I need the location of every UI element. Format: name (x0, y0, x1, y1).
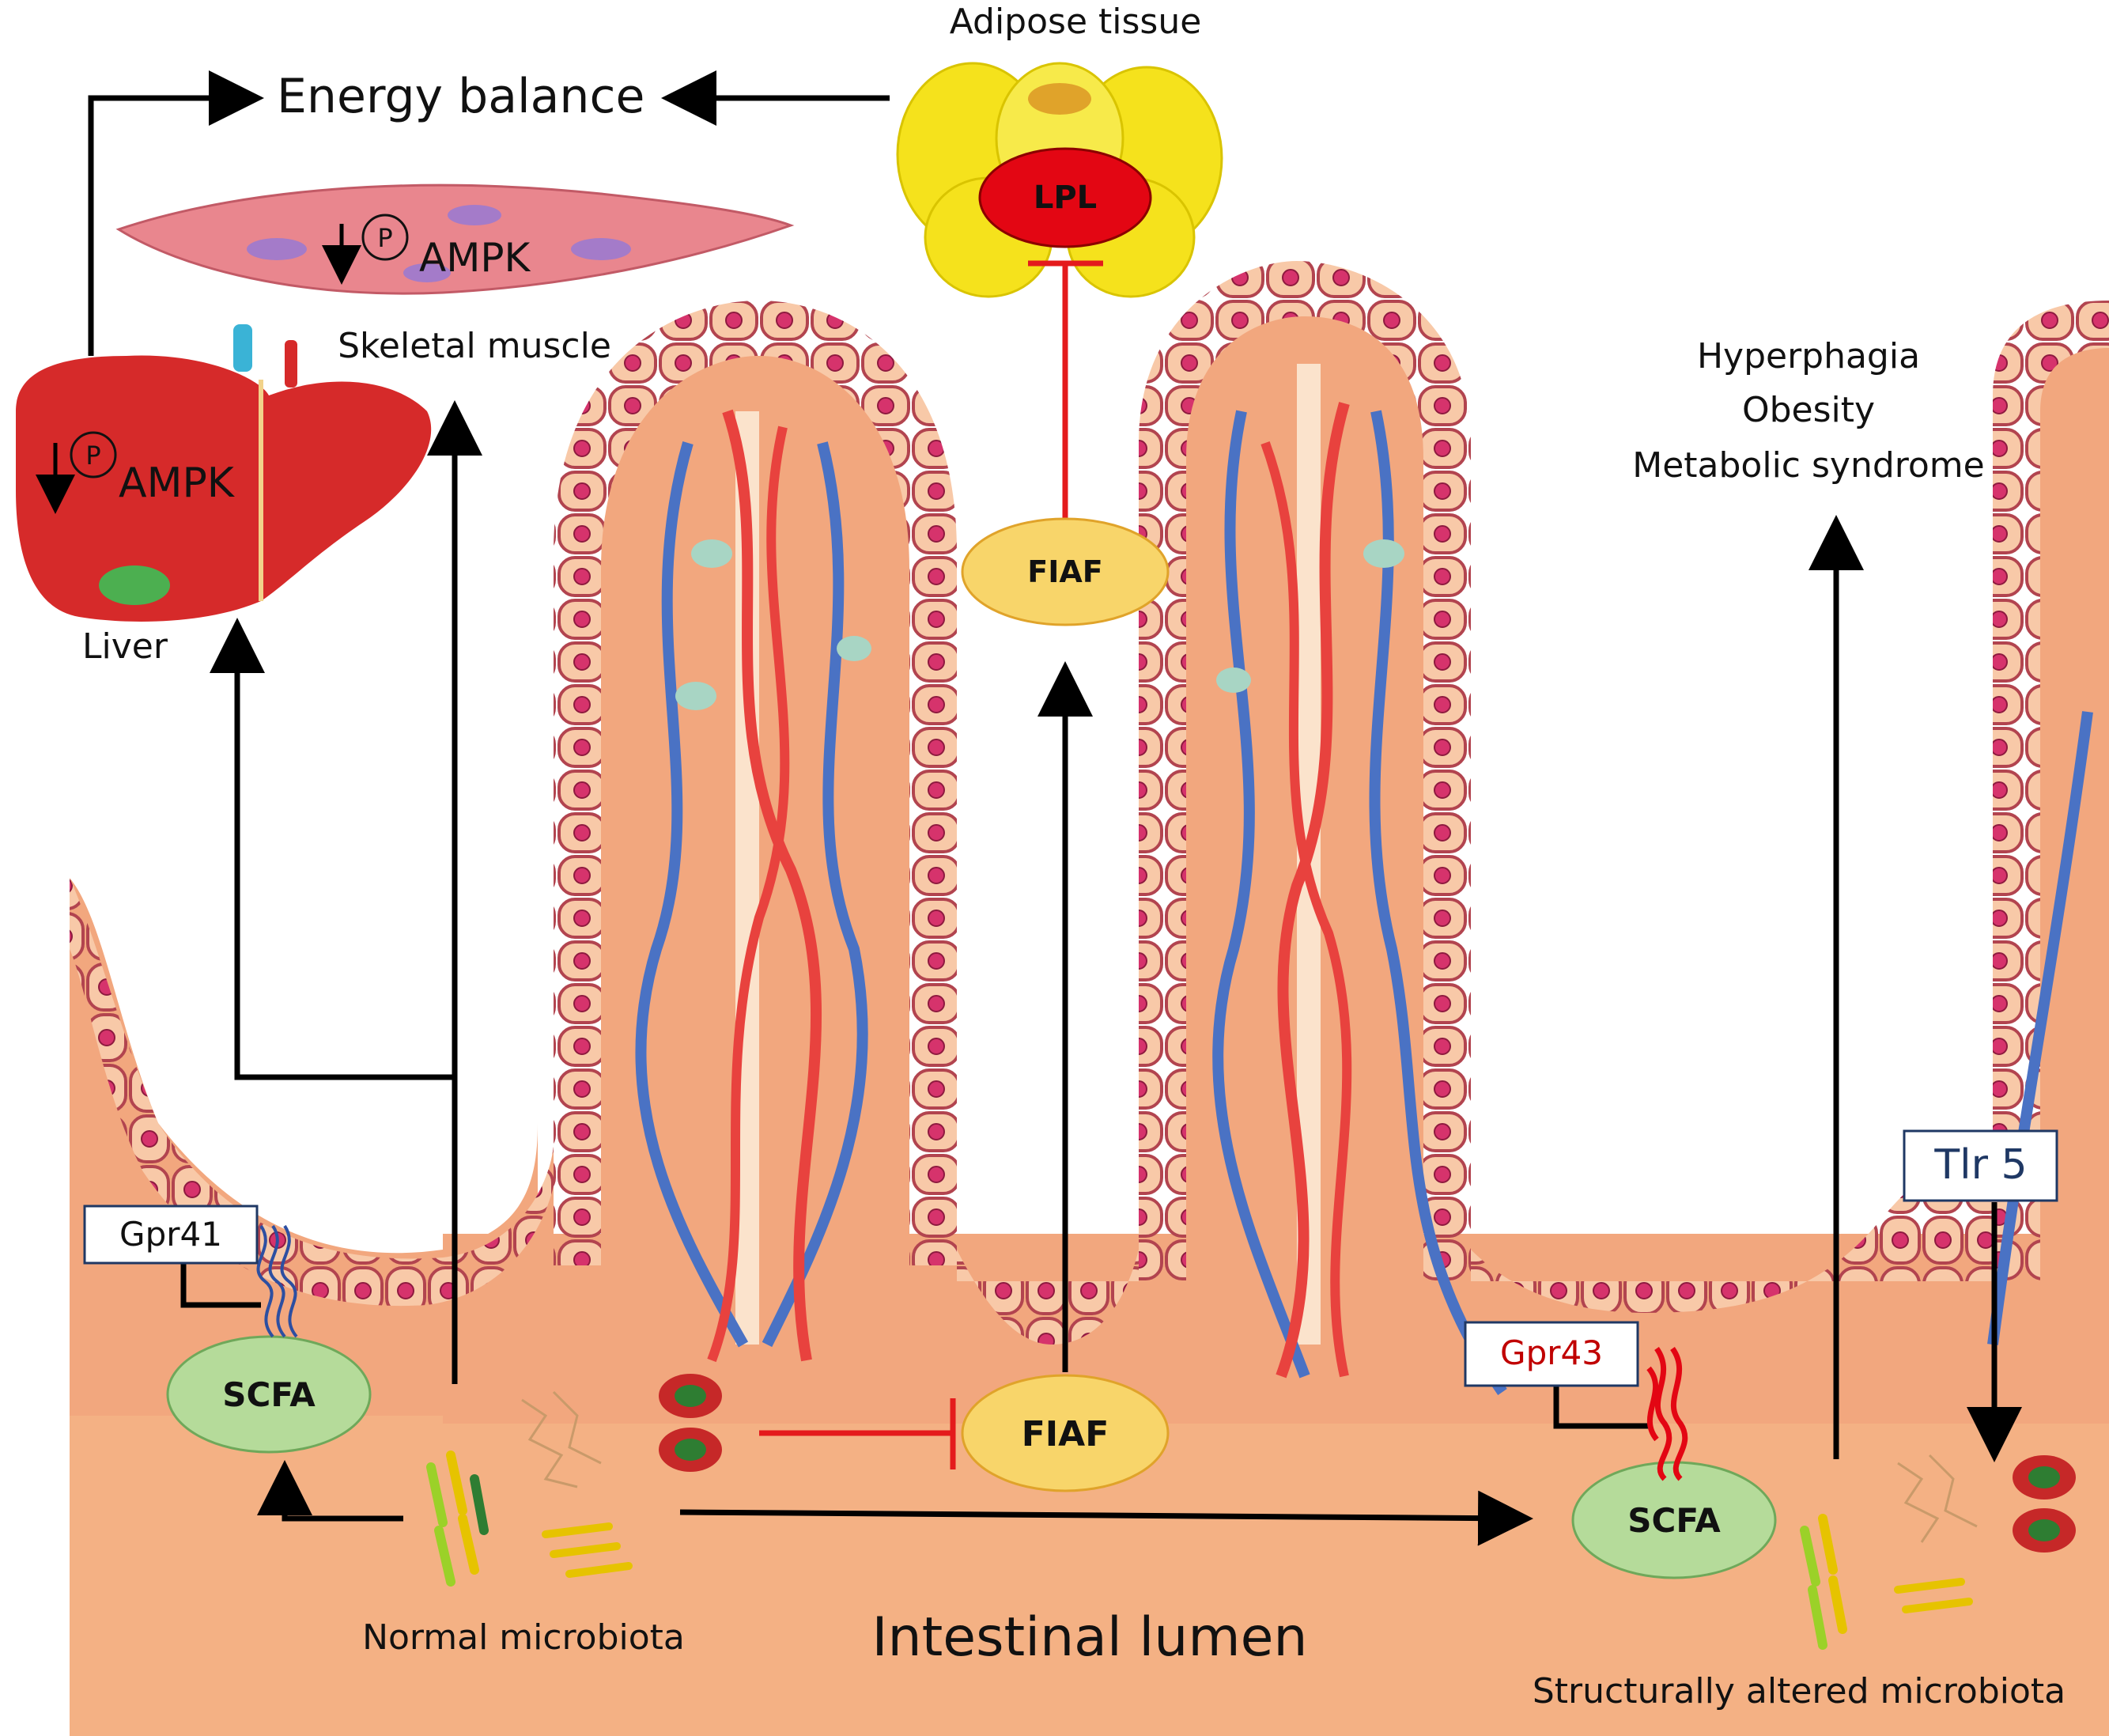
adipose-tissue-label: Adipose tissue (950, 2, 1202, 42)
metabolic-syndrome-label: Metabolic syndrome (1632, 445, 1984, 486)
gpr41-label: Gpr41 (119, 1215, 222, 1254)
vein (1987, 711, 2093, 1345)
artery (1260, 441, 1352, 1378)
artery (707, 425, 790, 1363)
crypt-epithelium (70, 878, 554, 1307)
filament-bacteria (521, 1390, 1978, 1543)
lpl-node: LPL (978, 147, 1152, 248)
normal-microbiota-label: Normal microbiota (362, 1617, 685, 1658)
villus-1 (554, 301, 957, 1363)
rod-bacteria-normal (426, 1450, 633, 1587)
energy-balance-label: Energy balance (277, 69, 644, 124)
rod-bacteria-altered (1800, 1514, 1973, 1650)
intestinal-tissue (70, 261, 2109, 1736)
vein (635, 441, 749, 1348)
altered-microbiota-label: Structurally altered microbiota (1533, 1671, 2066, 1711)
scfa-right-label: SCFA (1627, 1501, 1721, 1540)
vein (1212, 410, 1310, 1379)
liver-phospho: P (85, 441, 100, 471)
gpr41-box: Gpr41 (83, 1205, 259, 1265)
fiaf-bottom-label: FIAF (1022, 1414, 1109, 1454)
inhibition-lines (759, 260, 1103, 1469)
fiaf-top-label: FIAF (1027, 554, 1102, 589)
tlr5-label: Tlr 5 (1933, 1141, 2027, 1189)
skeletal-muscle-icon (115, 183, 795, 295)
muscle-ampk-label: AMPK (419, 235, 531, 281)
lpl-label: LPL (1034, 180, 1097, 216)
fiaf-top-node: FIAF (961, 517, 1170, 626)
tlr5-box: Tlr 5 (1903, 1129, 2058, 1202)
skeletal-muscle-label: Skeletal muscle (338, 326, 611, 366)
obesity-label: Obesity (1742, 390, 1875, 430)
arrow-microbiota-to-scfa-left (257, 1460, 403, 1522)
scfa-left-node: SCFA (166, 1335, 372, 1454)
intestinal-lumen-label: Intestinal lumen (871, 1606, 1307, 1669)
liver-ampk: P AMPK (70, 431, 236, 507)
liver-label: Liver (82, 626, 168, 667)
green-cocci (659, 1374, 2076, 1553)
gpr43-label: Gpr43 (1500, 1333, 1603, 1372)
scfa-right-node: SCFA (1571, 1461, 1777, 1579)
gpr41-receptor-icon (256, 1224, 298, 1338)
artery (722, 409, 822, 1362)
muscle-ampk: P AMPK (361, 214, 531, 281)
villus-2 (1139, 261, 1507, 1396)
muscle-phospho: P (377, 223, 392, 253)
liver-icon (16, 324, 432, 622)
gpr43-box: Gpr43 (1464, 1321, 1639, 1387)
arrow-liver-to-energy-balance (88, 70, 264, 356)
arrow-branch-to-liver (210, 618, 457, 1080)
liver-ampk-label: AMPK (119, 460, 236, 507)
pathway-arrows (36, 70, 2022, 1546)
hyperphagia-label: Hyperphagia (1697, 336, 1920, 376)
vein (1369, 410, 1507, 1396)
fiaf-bottom-node: FIAF (961, 1374, 1170, 1492)
gpr41-connector (180, 1264, 261, 1308)
crypt-epithelium (957, 1250, 1139, 1345)
gpr43-connector (1553, 1386, 1649, 1429)
arrow-microbiota-to-scfa-right (679, 1490, 1533, 1546)
artery (1276, 402, 1350, 1379)
gpr43-receptor-icon (1646, 1346, 1688, 1481)
scfa-left-label: SCFA (222, 1375, 316, 1414)
villus-right (1987, 301, 2109, 1345)
vein (762, 441, 868, 1348)
bacteria-icon (426, 1374, 2076, 1650)
crypt-epithelium (1471, 1139, 1993, 1313)
